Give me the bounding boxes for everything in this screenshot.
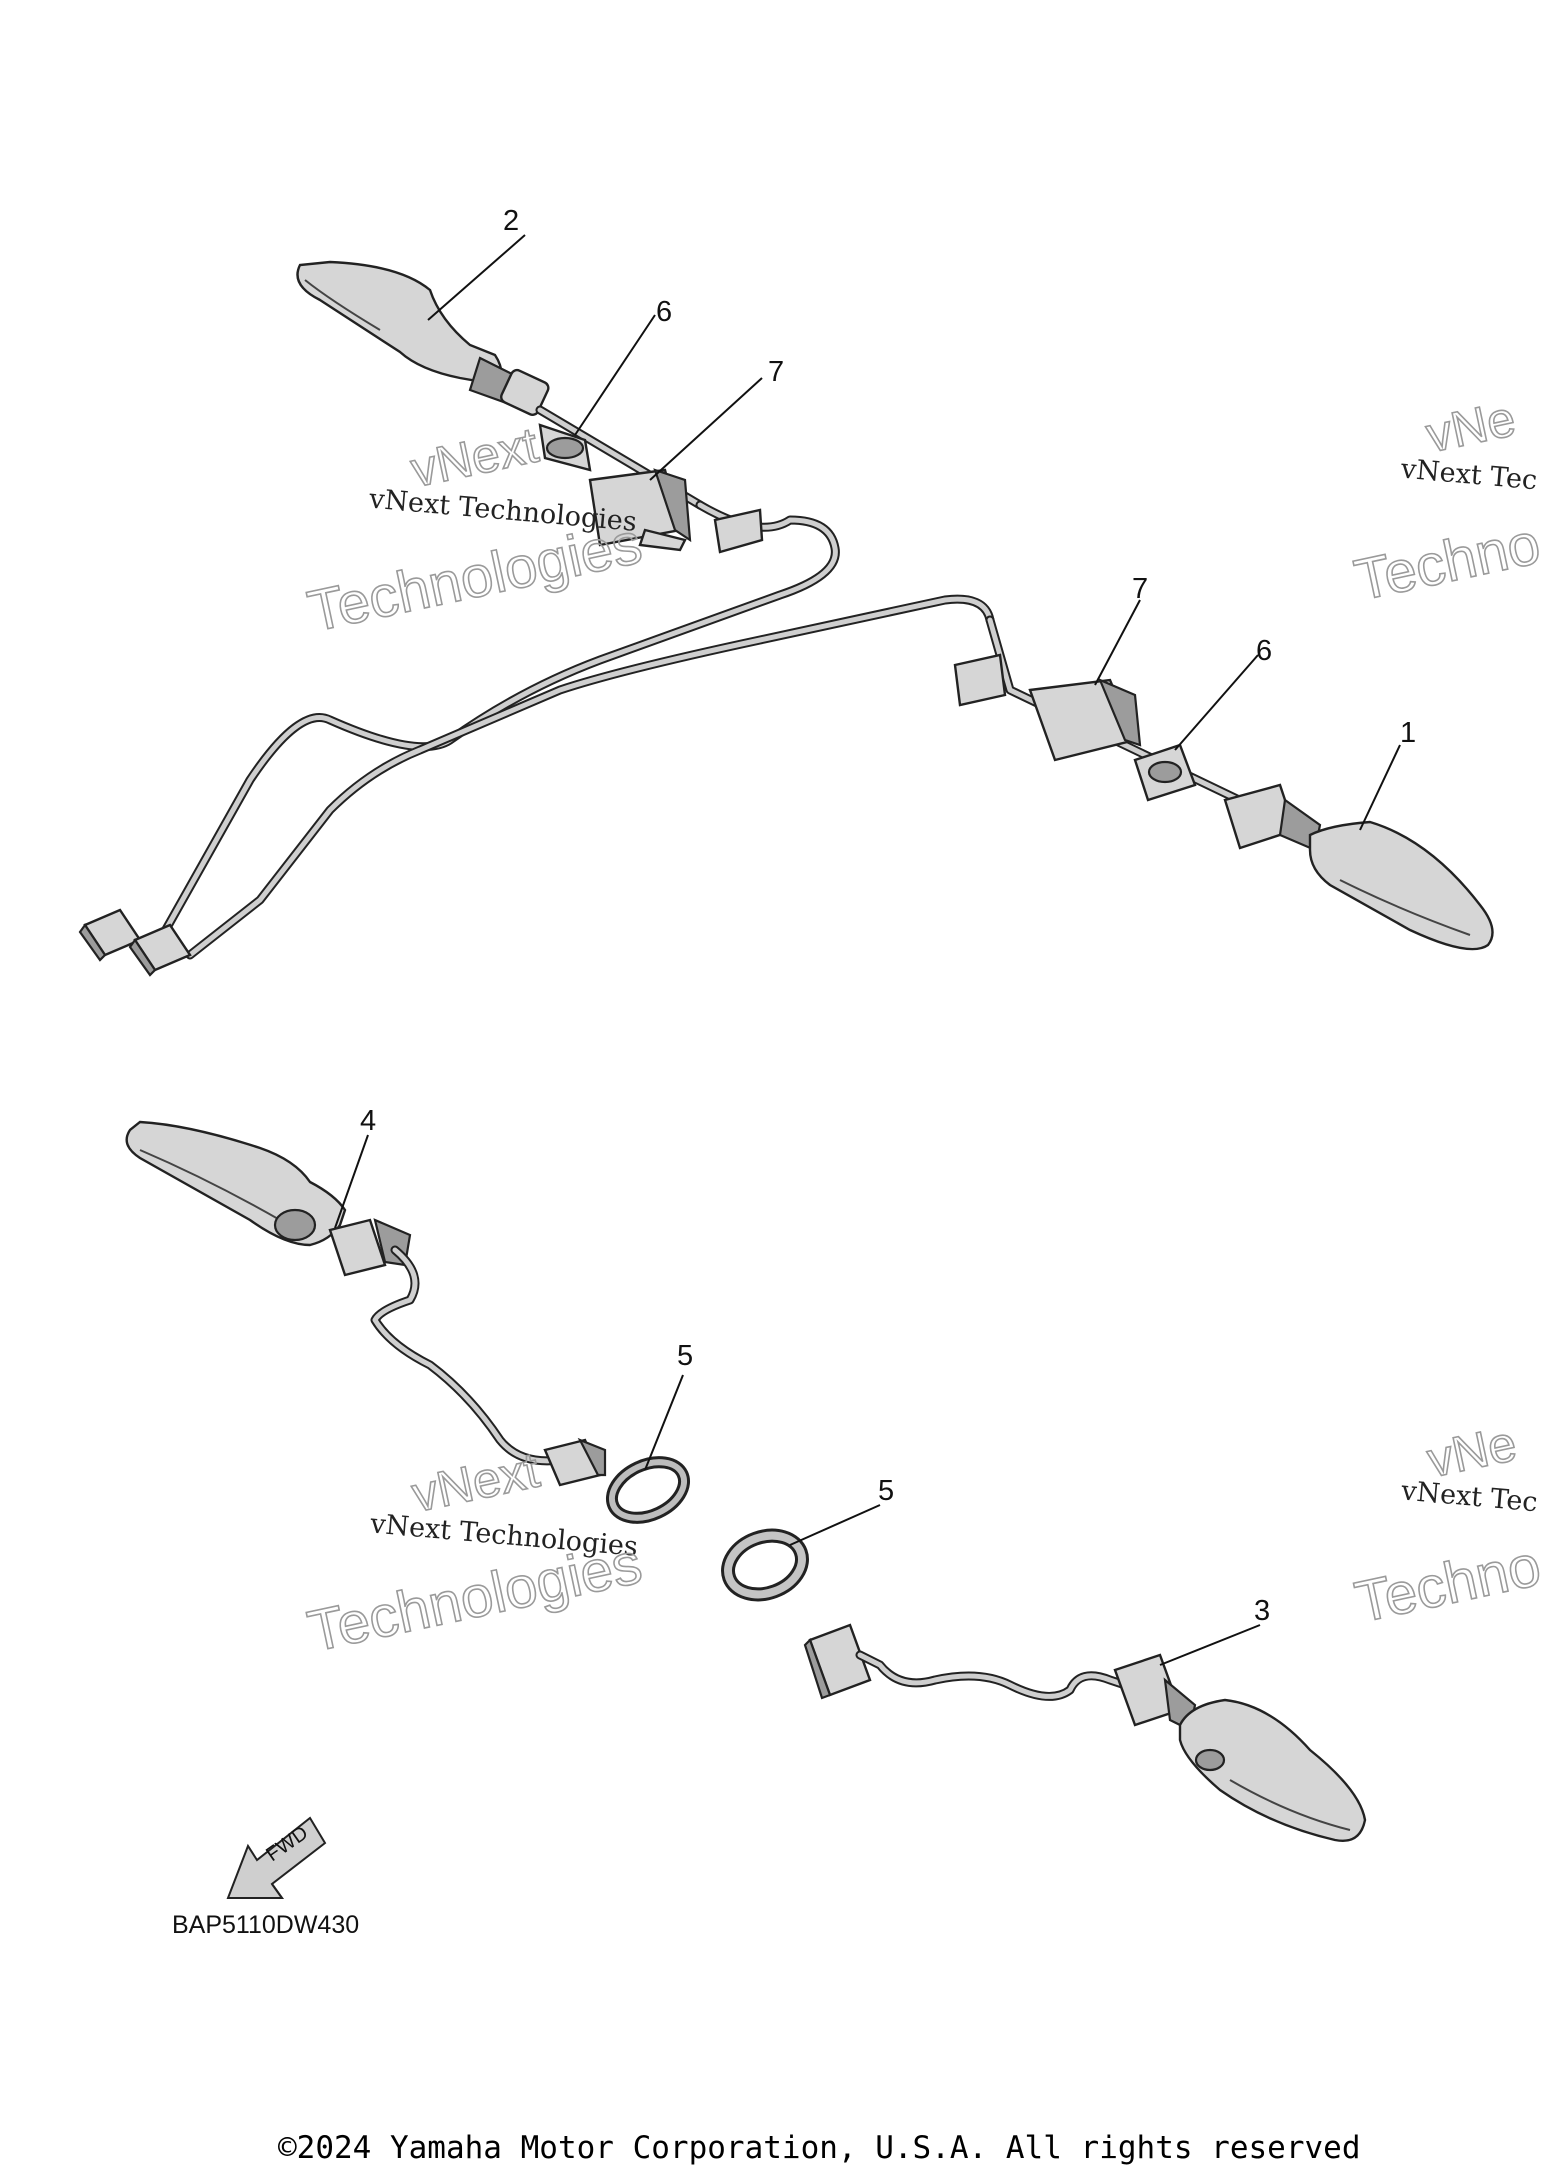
svg-text:vNext Tec: vNext Tec: [1399, 453, 1539, 496]
flasher-part-2[interactable]: [296, 260, 551, 417]
callout-2: 2: [503, 205, 519, 237]
callout-6-lower: 6: [1256, 635, 1272, 667]
wire-part-1: [185, 594, 995, 960]
svg-text:Technologies: Technologies: [302, 1530, 647, 1664]
callout-5-lower: 5: [878, 1475, 894, 1507]
callout-5-upper: 5: [677, 1340, 693, 1372]
watermark-upper-left: vNext vNext Technologies Technologies: [302, 416, 648, 645]
ring-part-5-upper[interactable]: [603, 1451, 693, 1528]
collar-part-7-lower[interactable]: [1028, 677, 1142, 762]
ring-part-5-lower[interactable]: [720, 1526, 811, 1605]
callout-6-upper: 6: [656, 296, 672, 328]
svg-text:vNext: vNext: [406, 417, 543, 498]
wire-clip-upper: [713, 508, 764, 554]
svg-text:vNe: vNe: [1422, 1415, 1521, 1488]
connector-part-3[interactable]: [803, 1623, 872, 1700]
callout-1: 1: [1400, 717, 1416, 749]
svg-text:Techno: Techno: [1350, 1533, 1541, 1635]
wire-clip-right: [953, 653, 1007, 707]
connector-left-2[interactable]: [128, 923, 192, 977]
connector-part-4[interactable]: [543, 1437, 607, 1487]
connector-left-1[interactable]: [78, 908, 142, 962]
flasher-part-4[interactable]: [125, 1120, 412, 1277]
watermark-lower-right: vNe vNext Tec Techno: [1349, 1414, 1541, 1636]
flasher-part-3[interactable]: [1113, 1653, 1367, 1842]
svg-text:vNext Tec: vNext Tec: [1399, 1475, 1539, 1518]
grommet-part-6-upper[interactable]: [538, 423, 592, 472]
collar-part-7-upper[interactable]: [588, 468, 692, 552]
svg-text:Techno: Techno: [1349, 511, 1541, 613]
callout-7-lower: 7: [1132, 573, 1148, 605]
leader-lines: [334, 234, 1401, 1666]
flasher-part-1[interactable]: [1223, 783, 1494, 951]
fwd-arrow-icon: FWD: [226, 1816, 327, 1899]
svg-text:vNe: vNe: [1421, 390, 1520, 463]
callout-7-upper: 7: [768, 356, 784, 388]
svg-text:Technologies: Technologies: [302, 510, 647, 644]
wire-part-4: [370, 1245, 565, 1466]
grommet-part-6-lower[interactable]: [1133, 743, 1197, 802]
diagram-code: BAP5110DW430: [172, 1911, 359, 1939]
callout-4: 4: [360, 1105, 376, 1137]
watermark-upper-right: vNe vNext Tec Techno: [1348, 389, 1541, 614]
svg-text:vNext: vNext: [407, 1442, 544, 1523]
callout-3: 3: [1254, 1595, 1270, 1627]
copyright-text: ©2024 Yamaha Motor Corporation, U.S.A. A…: [278, 2130, 1361, 2166]
